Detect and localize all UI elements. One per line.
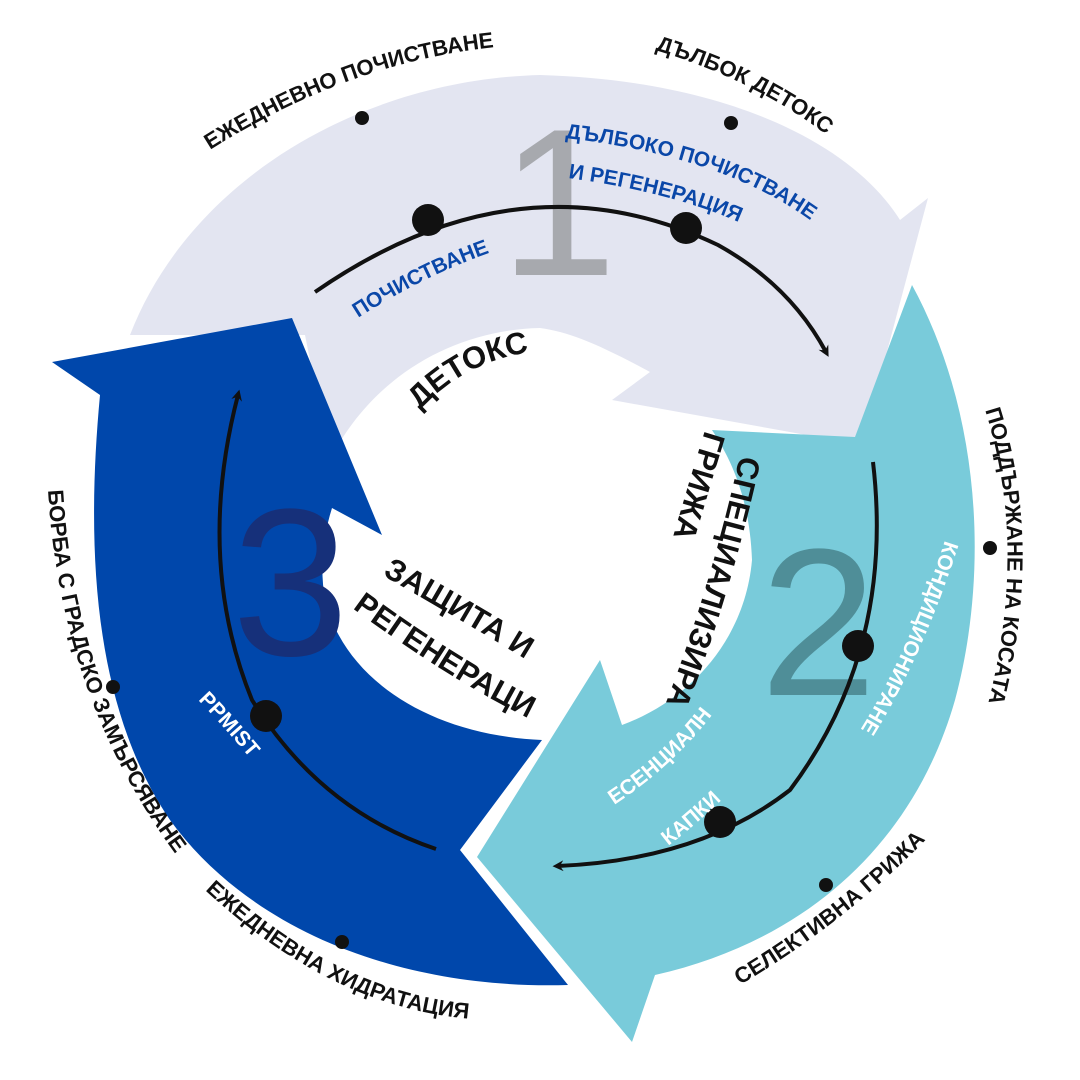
segment-protect: [52, 318, 568, 986]
stage-number-2: 2: [760, 505, 877, 740]
stage-number-1: 1: [500, 85, 617, 320]
outer-label-hair-maintenance: ПОДДЪРЖАНЕ НА КОСАТА: [980, 404, 1027, 707]
outer-dot-hair-maintenance: [983, 541, 997, 555]
segment-care: [477, 285, 975, 1042]
outer-dot-selective-care: [819, 878, 833, 892]
outer-dot-daily-cleaning: [355, 111, 369, 125]
step-dot-essential-drops: [704, 806, 736, 838]
outer-dot-daily-hydration: [335, 935, 349, 949]
step-dot-conditioning: [842, 630, 874, 662]
outer-dot-pollution: [106, 680, 120, 694]
flow-arrow-2: [552, 461, 879, 872]
outer-dot-deep-detox: [724, 116, 738, 130]
step-dot-deep-cleaning: [670, 212, 702, 244]
step-dot-cleaning: [412, 204, 444, 236]
segment-detox: [130, 75, 928, 460]
stage-number-3: 3: [232, 465, 349, 700]
step-dot-ppmist: [250, 700, 282, 732]
flow-arrow-3: [217, 389, 437, 851]
flow-arrow-1: [313, 204, 829, 357]
